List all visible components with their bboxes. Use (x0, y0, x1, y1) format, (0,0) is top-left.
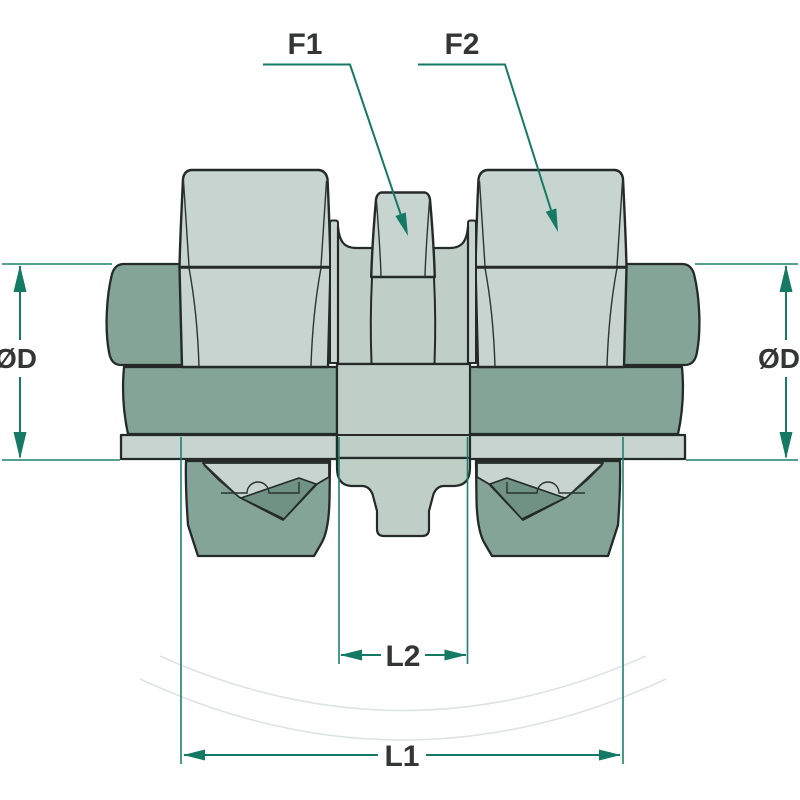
od-right-arrow-down (779, 432, 793, 459)
construction-arc (159, 655, 647, 712)
hex-lower-edge (433, 277, 437, 364)
body-flange-band (121, 365, 339, 436)
right-nut-assembly (466, 168, 701, 558)
f1-label: F1 (287, 28, 322, 61)
left-nut-assembly (105, 168, 339, 558)
f2-label: F2 (444, 28, 479, 61)
nut-back-face (105, 262, 185, 367)
center-hex-facet (375, 200, 382, 277)
tube-stub (335, 456, 472, 538)
center-hex (370, 191, 436, 279)
dimension-l1: L1 (180, 437, 624, 773)
l1-arrow-left (183, 749, 205, 761)
f1-arrowhead (395, 212, 408, 236)
od-right-arrow-up (779, 265, 793, 292)
nut-facet-line (310, 267, 322, 367)
l2-arrow-right (444, 649, 467, 661)
f2-arrowhead (545, 208, 558, 232)
dimension-f1: F1 (263, 28, 408, 236)
cone-edge-line (203, 463, 240, 498)
center-hex-facet (424, 200, 431, 277)
center-body (335, 191, 472, 538)
hex-lower-edge (369, 277, 373, 364)
washer-edge (329, 219, 339, 364)
f2-leader-line (418, 63, 552, 211)
dimension-od-right: ØD (686, 263, 800, 461)
flange-strip (119, 433, 339, 461)
dimension-l2: L2 (338, 437, 469, 673)
f1-leader-line (263, 63, 402, 215)
cutting-ring-shadow (240, 477, 317, 520)
od-left-arrow-down (13, 432, 27, 459)
center-column (335, 362, 472, 460)
dimension-f2: F2 (418, 28, 558, 232)
ferrule-profile (221, 481, 300, 494)
od-right-label: ØD (758, 343, 800, 374)
nut-top-face (178, 168, 332, 269)
l2-arrow-left (340, 649, 362, 661)
nut-facet-line (188, 267, 200, 367)
l1-arrow-right (599, 749, 621, 761)
nut-mid-face (178, 266, 332, 369)
construction-arc (139, 678, 667, 741)
construction-arcs (139, 655, 667, 741)
l2-label: L2 (385, 640, 420, 673)
l1-label: L1 (384, 740, 419, 773)
nut-corner-facet (182, 180, 190, 267)
od-left-arrow-up (13, 265, 27, 292)
od-left-label: ØD (0, 343, 37, 374)
nut-corner-facet (320, 180, 328, 267)
dimension-od-left: ØD (0, 263, 120, 461)
